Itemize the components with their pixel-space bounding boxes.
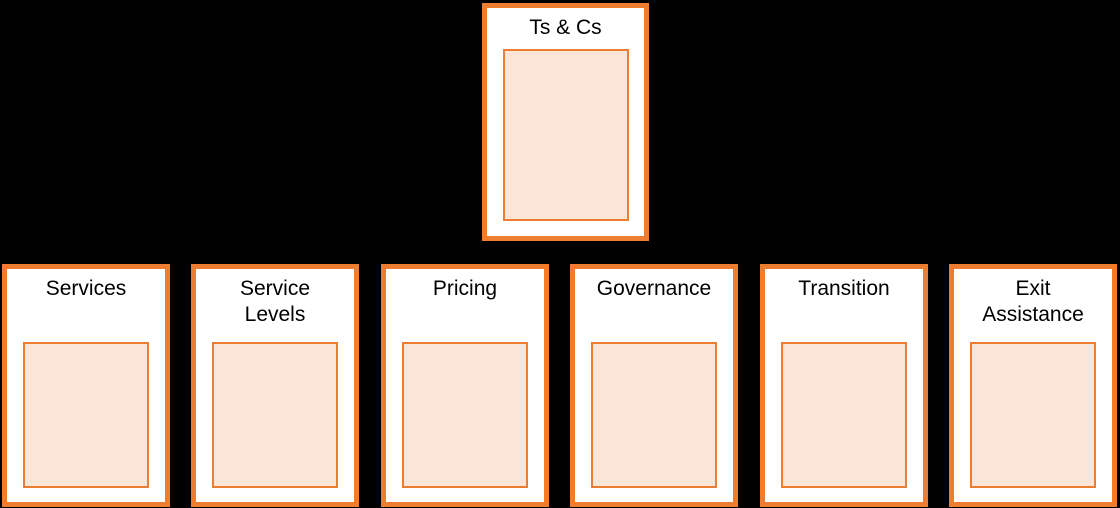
content-placeholder	[23, 342, 149, 488]
node-title: Service Levels	[239, 277, 311, 326]
node-exit-assistance: Exit Assistance	[949, 264, 1117, 507]
node-title: Ts & Cs	[529, 16, 602, 39]
content-placeholder	[402, 342, 528, 488]
content-placeholder	[970, 342, 1096, 488]
content-placeholder	[781, 342, 907, 488]
node-services: Services	[2, 264, 170, 507]
node-transition: Transition	[760, 264, 928, 507]
content-placeholder	[212, 342, 338, 488]
node-title: Exit Assistance	[982, 277, 1084, 326]
node-title: Governance	[596, 277, 712, 300]
node-title: Pricing	[432, 277, 498, 300]
node-title: Transition	[798, 277, 890, 300]
node-ts-and-cs: Ts & Cs	[482, 3, 649, 241]
node-pricing: Pricing	[381, 264, 549, 507]
content-placeholder	[503, 49, 629, 221]
node-governance: Governance	[570, 264, 738, 507]
node-service-levels: Service Levels	[191, 264, 359, 507]
node-title: Services	[45, 277, 127, 300]
content-placeholder	[591, 342, 717, 488]
